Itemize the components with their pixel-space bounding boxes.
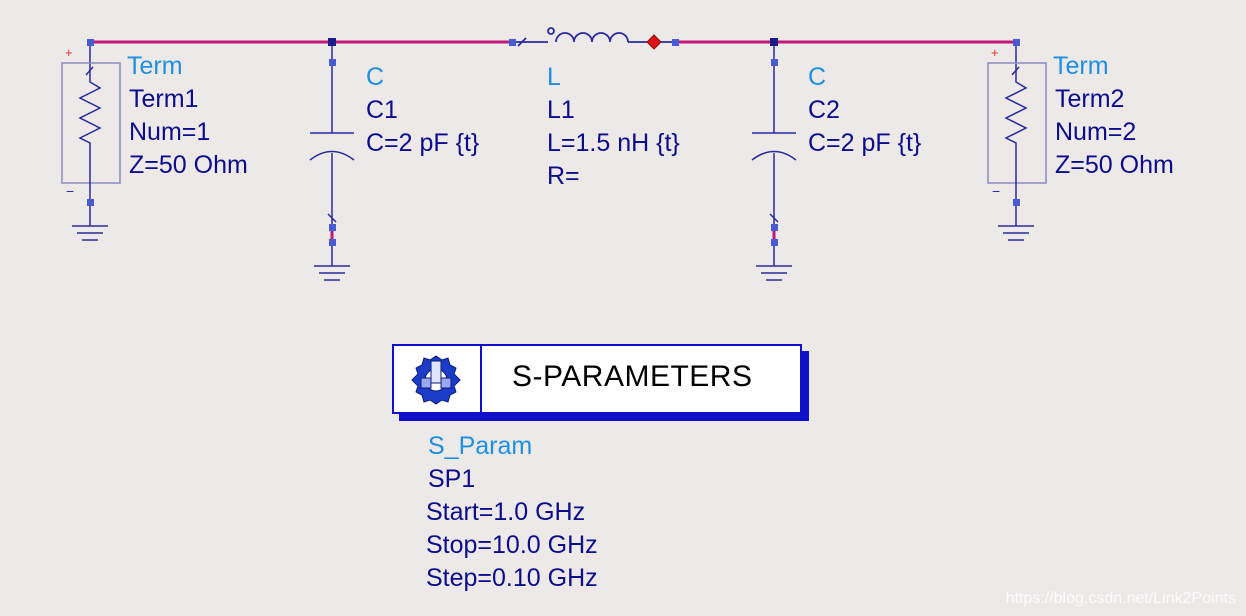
l1-type-label: L <box>547 63 561 91</box>
pin <box>1013 199 1020 206</box>
ground-icon <box>998 202 1034 241</box>
pin <box>1013 39 1020 46</box>
sp-name-label: SP1 <box>428 465 476 493</box>
sp-block-title: S-PARAMETERS <box>512 360 753 393</box>
sp-param-step: Step=0.10 GHz <box>426 564 598 592</box>
term2-symbol[interactable]: + − <box>987 42 1047 200</box>
term2-param-z: Z=50 Ohm <box>1055 151 1174 179</box>
term1-type-label: Term <box>127 52 183 80</box>
ground-icon <box>314 242 350 281</box>
pin <box>771 59 778 66</box>
ground-icon <box>72 202 108 241</box>
pin <box>87 199 94 206</box>
term2-type-label: Term <box>1053 52 1109 80</box>
pin <box>328 38 336 46</box>
svg-text:+: + <box>991 45 999 60</box>
term1-param-num: Num=1 <box>129 118 211 146</box>
pin <box>509 39 516 46</box>
c2-name-label: C2 <box>808 96 840 124</box>
gear-icon <box>411 355 461 405</box>
pin <box>672 39 679 46</box>
term2-param-num: Num=2 <box>1055 118 1137 146</box>
c2-symbol[interactable] <box>751 42 797 228</box>
term2-name-label: Term2 <box>1055 85 1125 113</box>
c1-param-c: C=2 pF {t} <box>366 129 480 157</box>
sp-param-stop: Stop=10.0 GHz <box>426 531 598 559</box>
s-parameters-block[interactable]: S-PARAMETERS <box>392 344 802 414</box>
l1-name-label: L1 <box>547 96 575 124</box>
svg-text:−: − <box>992 183 1000 199</box>
probe-marker[interactable] <box>646 34 662 50</box>
watermark: https://blog.csdn.net/Link2Points <box>1005 590 1236 607</box>
ground-icon <box>756 242 792 281</box>
pin <box>87 39 94 46</box>
sp-icon-cell <box>394 346 482 412</box>
pin <box>329 239 336 246</box>
c2-type-label: C <box>808 63 827 91</box>
l1-param-r: R= <box>547 162 580 190</box>
term1-name-label: Term1 <box>129 85 199 113</box>
term1-param-z: Z=50 Ohm <box>129 151 248 179</box>
pin <box>329 224 336 231</box>
sp-param-start: Start=1.0 GHz <box>426 498 586 526</box>
pin <box>771 239 778 246</box>
pin <box>771 224 778 231</box>
pin <box>329 59 336 66</box>
sp-type-label: S_Param <box>428 432 533 460</box>
svg-text:−: − <box>66 183 74 199</box>
c1-type-label: C <box>366 63 385 91</box>
term1-symbol[interactable]: + − <box>61 42 121 200</box>
c1-name-label: C1 <box>366 96 398 124</box>
c2-param-c: C=2 pF {t} <box>808 129 922 157</box>
l1-param-l: L=1.5 nH {t} <box>547 129 680 157</box>
pins <box>87 38 1020 246</box>
c1-symbol[interactable] <box>309 42 355 228</box>
svg-text:+: + <box>65 45 73 60</box>
pin <box>770 38 778 46</box>
l1-symbol[interactable] <box>512 27 676 47</box>
